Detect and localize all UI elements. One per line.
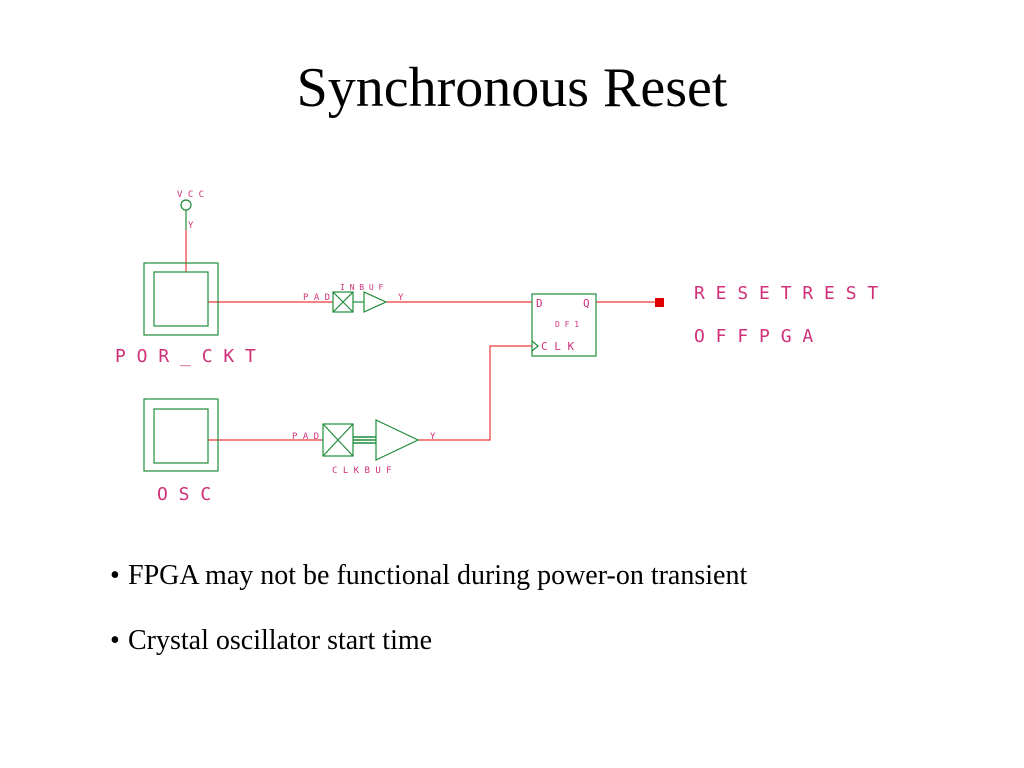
por-ckt-outer (143, 262, 219, 336)
dff1-q-label: Q (583, 297, 590, 310)
por-ckt-inner (153, 271, 209, 327)
bullet-text: FPGA may not be functional during power-… (128, 560, 748, 591)
output-label-line2: O F F P G A (694, 326, 813, 347)
dff1-clk-label: C L K (541, 340, 574, 353)
dff1-body (531, 293, 597, 357)
clkbuf: C L K B U F P A D Y (292, 419, 436, 476)
vcc-y-label: Y (188, 221, 194, 231)
inbuf-name-label: I N B U F (340, 283, 384, 292)
vcc-terminal-icon (180, 199, 192, 211)
clkbuf-name-label: C L K B U F (332, 466, 392, 476)
dff1-clock-edge-icon (531, 340, 539, 352)
osc-inner (153, 408, 209, 464)
bullet-item: • Crystal oscillator start time (110, 621, 990, 661)
vcc-label: V C C (177, 190, 204, 200)
osc-block (143, 398, 219, 472)
vcc-symbol: V C C Y (177, 190, 204, 231)
clkbuf-pad-label: P A D (292, 432, 319, 442)
inbuf-pad-label: P A D (303, 293, 330, 303)
inbuf-triangle-icon (363, 291, 388, 313)
output-port-icon (655, 298, 664, 307)
por-ckt-label: P O R _ C K T (115, 346, 256, 367)
clkbuf-y-label: Y (430, 432, 436, 442)
bullet-list: • FPGA may not be functional during power… (110, 556, 990, 686)
slide-title: Synchronous Reset (296, 57, 728, 119)
dff1-name-label: D F 1 (555, 320, 579, 329)
clkbuf-bus-icon (353, 436, 376, 444)
inbuf-y-label: Y (398, 293, 404, 303)
osc-outer (143, 398, 219, 472)
bullet-marker: • (110, 560, 120, 591)
dff1-d-label: D (536, 297, 543, 310)
wires (185, 230, 655, 441)
clkbuf-triangle-icon (375, 419, 420, 461)
bullet-marker: • (110, 625, 120, 656)
dff1: D Q D F 1 C L K (531, 293, 597, 357)
wire-clk (418, 345, 532, 441)
bullet-text: Crystal oscillator start time (128, 625, 433, 656)
output-label-line1: R E S E T R E S T (694, 283, 878, 304)
inbuf: I N B U F P A D Y (303, 283, 404, 313)
bullet-item: • FPGA may not be functional during power… (110, 556, 990, 596)
por-ckt-block (143, 262, 219, 336)
osc-label: O S C (157, 484, 211, 505)
